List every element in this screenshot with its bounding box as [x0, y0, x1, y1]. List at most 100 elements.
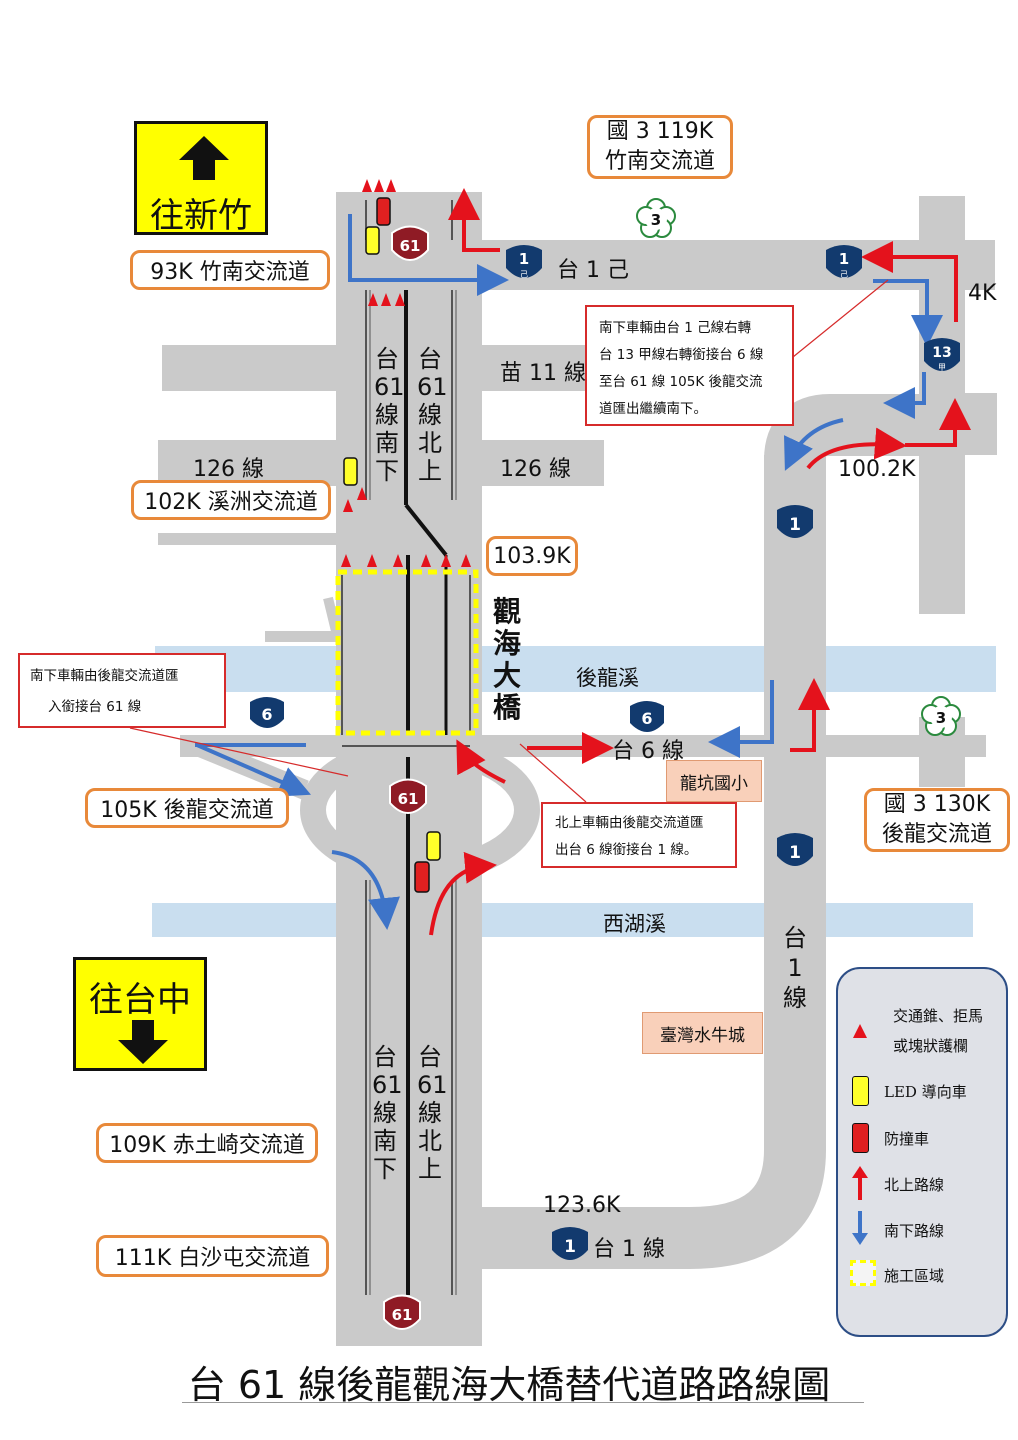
road-tai6-label: 台 6 線 — [612, 739, 684, 764]
river-xihu-label: 西湖溪 — [603, 912, 666, 936]
road-tai61-sb-top-label: 台61線南下 — [374, 345, 405, 485]
marker-103-9k: 103.9K — [486, 536, 578, 576]
work-zone-icon — [850, 1260, 876, 1286]
arrow-down-icon — [118, 1020, 168, 1064]
legend-cones-line1: 交通錐、拒馬 — [893, 1007, 984, 1025]
shield-national3-top: 3 — [636, 198, 676, 238]
svg-text:1: 1 — [789, 515, 801, 535]
svg-text:13: 13 — [932, 345, 951, 361]
work-zone — [335, 569, 479, 736]
crash-vehicle — [414, 861, 430, 893]
legend-cones-line2: 或塊狀護欄 — [893, 1037, 969, 1055]
direction-sign-south: 往台中 — [73, 957, 207, 1071]
note-line: 出台 6 線銜接台 1 線。 — [555, 842, 698, 858]
vehicles — [343, 197, 441, 893]
note-line: 南下車輛由後龍交流道匯 — [30, 668, 179, 684]
marker-123-6k: 123.6K — [543, 1193, 621, 1218]
shield-tai61-mid: 61 — [389, 778, 427, 814]
interchange-111k: 111K 白沙屯交流道 — [96, 1235, 329, 1277]
svg-text:1: 1 — [789, 843, 801, 863]
xihu-river — [152, 903, 973, 937]
direction-north-label: 往新竹 — [150, 196, 252, 236]
southbound-route — [195, 214, 943, 930]
crash-vehicle — [376, 197, 391, 226]
shield-tai61-bottom: 61 — [383, 1294, 421, 1330]
south-arrow-icon — [852, 1211, 868, 1245]
road-tai1-bottom-label: 台 1 線 — [593, 1237, 665, 1262]
svg-text:6: 6 — [641, 709, 652, 728]
north-arrow-icon — [852, 1166, 868, 1200]
road-tai1ji-label: 台 1 己 — [557, 258, 629, 283]
note-southbound-enter: 南下車輛由後龍交流道匯 入銜接台 61 線 — [18, 653, 226, 728]
side-road — [158, 533, 336, 545]
svg-text:1: 1 — [519, 250, 529, 268]
interchange-93k: 93K 竹南交流道 — [130, 250, 330, 290]
interchange-109k: 109K 赤土崎交流道 — [96, 1123, 318, 1163]
place-school: 龍坑國小 — [666, 760, 762, 802]
svg-text:甲: 甲 — [938, 363, 946, 372]
svg-text:61: 61 — [392, 1306, 413, 1324]
interchange-102k: 102K 溪洲交流道 — [131, 480, 331, 520]
page-title: 台 61 線後龍觀海大橋替代道路路線圖 — [187, 1363, 831, 1407]
shield-tai1ji-right: 1 己 — [826, 245, 862, 279]
svg-text:6: 6 — [261, 705, 272, 724]
tai1-curve-north — [764, 394, 920, 600]
note-northbound-exit: 北上車輛由後龍交流道匯 出台 6 線銜接台 1 線。 — [541, 802, 737, 868]
national3-119-line1: 國 3 119K — [606, 119, 714, 144]
arrow-up-icon — [179, 136, 229, 180]
legend-south: 南下路線 — [884, 1222, 945, 1240]
svg-text:1: 1 — [839, 250, 849, 268]
northbound-route — [429, 188, 971, 936]
shield-tai61-top: 61 — [391, 225, 429, 261]
shield-national3-right: 3 — [921, 696, 961, 736]
led-vehicle-icon — [852, 1076, 869, 1106]
svg-text:3: 3 — [651, 211, 661, 229]
cone-icon — [853, 1024, 867, 1038]
svg-text:61: 61 — [398, 790, 419, 808]
road-tai61-nb-top-label: 台61線北上 — [417, 345, 448, 485]
crash-vehicle-icon — [852, 1123, 869, 1153]
road-tai61-sb-bottom-label: 台61線南下 — [372, 1043, 403, 1183]
legend-work: 施工區域 — [884, 1267, 945, 1285]
lane-lines — [341, 200, 471, 1295]
note-line: 北上車輛由後龍交流道匯 — [555, 815, 704, 831]
direction-south-label: 往台中 — [89, 980, 191, 1020]
national3-119-line2: 竹南交流道 — [604, 149, 715, 174]
shield-tai13ji: 13 甲 — [924, 338, 960, 372]
shield-tai6-right: 6 — [630, 701, 664, 732]
interchange-national3-119k: 國 3 119K 竹南交流道 — [587, 115, 733, 179]
bridge-label: 觀海大橋 — [492, 595, 521, 724]
interchange-national3-130k: 國 3 130K 後龍交流道 — [864, 788, 1010, 852]
shield-tai1-a: 1 — [777, 505, 813, 538]
legend: 交通錐、拒馬 或塊狀護欄 LED 導向車 防撞車 北上路線 南下路線 施工區域 — [836, 967, 1008, 1337]
ramp-stub — [265, 631, 336, 642]
tai1-road — [480, 455, 826, 1269]
legend-led: LED 導向車 — [884, 1083, 967, 1101]
shield-tai1ji-left: 1 己 — [506, 245, 542, 279]
national3-130-line2: 後龍交流道 — [881, 822, 992, 847]
miao11-road — [162, 345, 585, 391]
legend-north: 北上路線 — [884, 1176, 945, 1194]
svg-text:己: 己 — [520, 270, 528, 279]
note-line: 至台 61 線 105K 後龍交流 — [599, 374, 763, 390]
road-126-left-label: 126 線 — [193, 457, 264, 482]
river-houlong-label: 後龍溪 — [576, 666, 639, 690]
led-vehicle — [343, 457, 358, 486]
place-buffalo-city: 臺灣水牛城 — [642, 1012, 763, 1054]
led-vehicle — [426, 831, 441, 861]
note-line: 南下車輛由台 1 己線右轉 — [599, 320, 752, 336]
legend-crash: 防撞車 — [884, 1130, 930, 1148]
road-miao11-label: 苗 11 線 — [500, 361, 586, 386]
shield-tai1-c: 1 — [552, 1227, 588, 1260]
direction-sign-north: 往新竹 — [134, 121, 268, 236]
national3-130-line1: 國 3 130K — [883, 792, 991, 817]
callout-lines — [129, 279, 889, 803]
note-line: 入銜接台 61 線 — [48, 699, 142, 715]
road-126-right-label: 126 線 — [500, 457, 571, 482]
note-line: 台 13 甲線右轉銜接台 6 線 — [599, 347, 764, 363]
note-southbound-detour: 南下車輛由台 1 己線右轉 台 13 甲線右轉銜接台 6 線 至台 61 線 1… — [585, 305, 794, 426]
led-vehicle — [365, 226, 380, 255]
svg-text:61: 61 — [400, 237, 421, 255]
houlong-river — [155, 646, 996, 692]
